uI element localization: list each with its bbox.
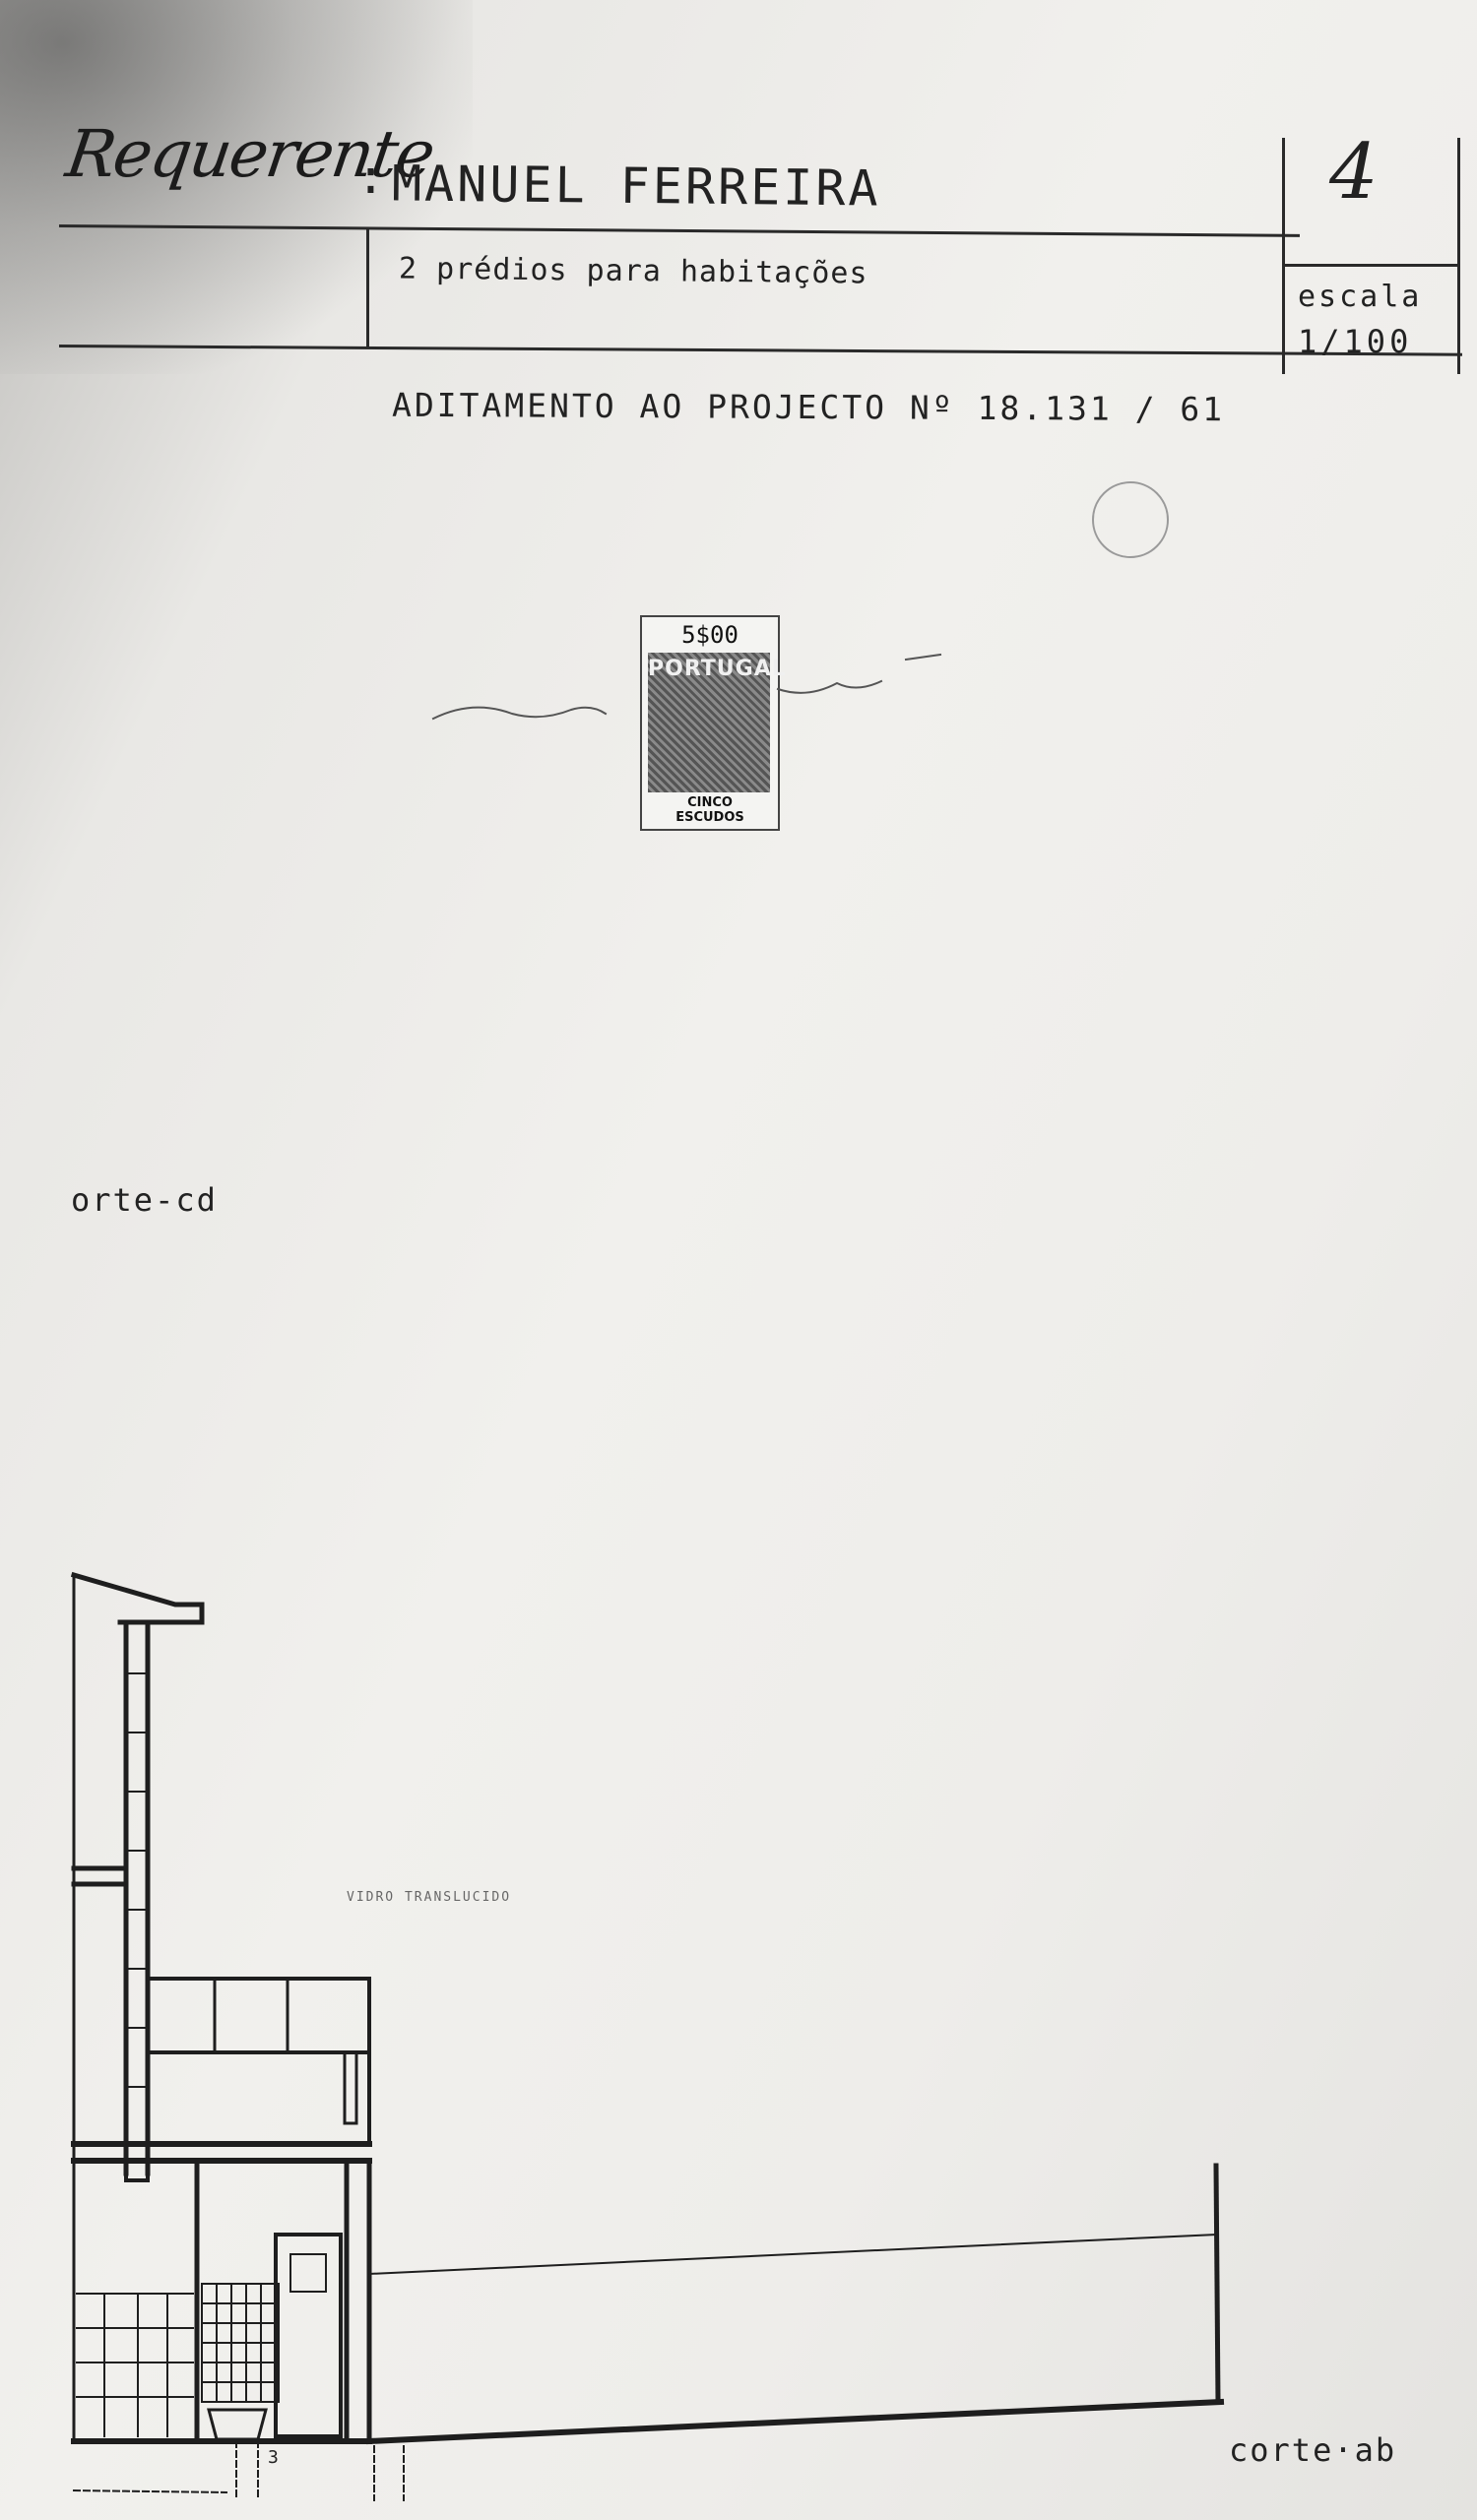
slab-upper: [71, 1865, 129, 1887]
stamp-image: PORTUGAL: [648, 653, 787, 792]
wall-left: [123, 1619, 151, 2176]
door: [274, 2233, 343, 2438]
ground-line: [71, 2398, 1225, 2445]
stamp-denomination-line1: CINCO: [687, 795, 733, 810]
stamp-value: 5$00: [681, 621, 738, 649]
tiled-wall: [76, 2293, 194, 2437]
scale-box-rule: [1285, 264, 1460, 267]
requester-colon: :: [356, 150, 385, 205]
slab-lower: [71, 2141, 372, 2164]
stamp-country: PORTUGAL: [648, 657, 787, 681]
foundation: [72, 2440, 405, 2501]
scale-label: escala: [1298, 280, 1423, 314]
dimension-note: 3: [268, 2447, 279, 2468]
corner-shadow: [0, 0, 473, 374]
section-ab-label: corte·ab: [1229, 2431, 1397, 2469]
fence-wall-top: [367, 2233, 1218, 2276]
title-divider-right: [1282, 138, 1285, 374]
roof-eave: [70, 1571, 205, 1625]
title-divider-left: [366, 228, 369, 346]
signature-mark: [431, 653, 942, 721]
glass-note: VIDRO TRANSLUCIDO: [347, 1890, 512, 1905]
glass-block: [146, 1977, 371, 2054]
sheet-number: 4: [1329, 128, 1379, 217]
ground-floor-walls: [194, 2158, 372, 2444]
fence-wall-right: [1213, 2163, 1221, 2405]
revenue-stamp: 5$00 PORTUGAL CINCO ESCUDOS: [640, 615, 787, 831]
stamp-denomination: CINCO ESCUDOS: [642, 795, 778, 825]
scale-box-right: [1457, 138, 1460, 374]
seal-mark: [1092, 481, 1169, 558]
grid-window: [201, 2283, 280, 2403]
sink: [207, 2408, 268, 2441]
scale-value: 1/100: [1298, 323, 1413, 360]
section-cd-label: orte-cd: [71, 1181, 218, 1219]
stamp-denomination-line2: ESCUDOS: [675, 810, 744, 825]
